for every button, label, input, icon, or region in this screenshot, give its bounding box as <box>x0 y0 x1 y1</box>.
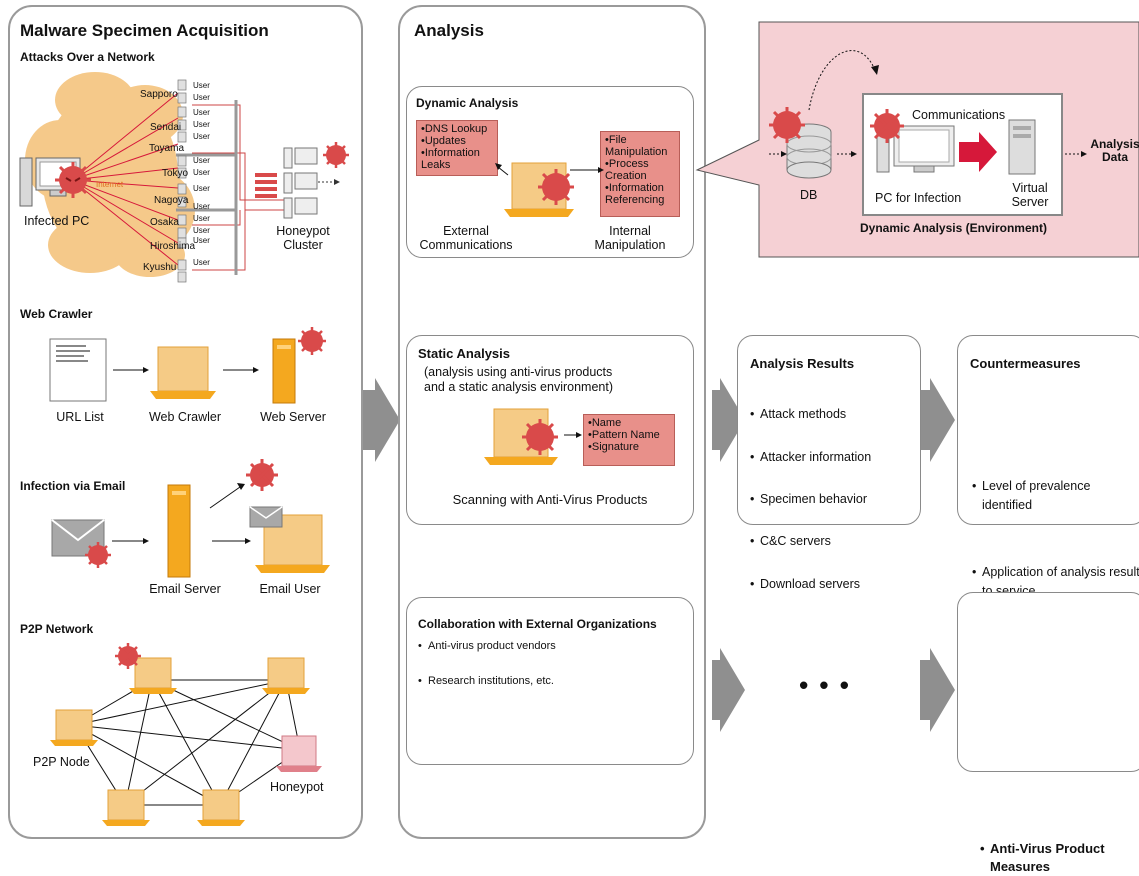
city-tokyo: Tokyo <box>162 168 189 179</box>
environment-db-label: DB <box>800 188 818 202</box>
p2p-illustration <box>50 643 322 826</box>
web-crawler-title: Web Crawler <box>20 307 93 321</box>
city-osaka: Osaka <box>150 217 179 228</box>
city-nagoya: Nagoya <box>154 195 189 206</box>
laptop-icon <box>150 346 216 399</box>
honeypot-cluster-icons <box>283 147 318 219</box>
results-item: Download servers <box>750 577 1139 591</box>
virus-icon <box>870 109 904 143</box>
dynamic-analysis-laptop <box>495 162 604 217</box>
p2p-node-icon <box>262 657 310 694</box>
collaboration-title: Collaboration with External Organization… <box>418 617 657 631</box>
web-crawler-illustration <box>49 327 326 404</box>
countermeasures-title: Countermeasures <box>970 356 1081 371</box>
city-sapporo: Sapporo <box>140 89 178 100</box>
city-hiroshima: Hiroshima <box>150 241 196 252</box>
url-list-icon <box>49 338 107 402</box>
acquisition-title: Malware Specimen Acquisition <box>20 21 269 40</box>
av-measures-box <box>957 592 1139 772</box>
email-server-icon <box>167 484 191 578</box>
virus-icon <box>85 542 111 568</box>
p2p-node-icon <box>102 789 150 826</box>
arrow-ellipsis-to-measures <box>920 648 955 732</box>
environment-title: Dynamic Analysis (Environment) <box>860 221 1047 235</box>
network-illustration <box>19 72 349 283</box>
environment-virtual-server-label: Virtual Server <box>1011 181 1049 209</box>
virus-icon <box>323 142 349 168</box>
network-title: Attacks Over a Network <box>20 50 155 64</box>
static-analysis-title: Static Analysis <box>418 346 511 361</box>
environment-illustration <box>769 50 1087 179</box>
ellipsis: • • • <box>799 670 851 700</box>
honeypot-label: Honeypot <box>270 780 324 794</box>
p2p-title: P2P Network <box>20 622 94 636</box>
attack-lines <box>71 92 179 266</box>
analysis-results-title: Analysis Results <box>750 356 855 371</box>
results-item: Specimen behavior <box>750 492 1139 506</box>
internal-manipulation-label: Internal Manipulation <box>594 224 666 252</box>
email-illustration <box>51 459 330 578</box>
static-analysis-caption: Scanning with Anti-Virus Products <box>452 492 648 507</box>
email-user-label: Email User <box>259 582 321 596</box>
virus-icon <box>538 169 574 205</box>
email-title: Infection via Email <box>20 479 126 493</box>
arrow-collab-to-ellipsis <box>712 648 745 732</box>
dynamic-right-list: File Manipulation Process Creation Infor… <box>600 131 680 217</box>
virus-icon <box>246 459 278 491</box>
red-arrow-icon <box>959 132 997 172</box>
av-measures-label: Anti-Virus Product Measures <box>980 840 1139 876</box>
collaboration-item: Research institutions, etc. <box>418 675 1139 687</box>
web-server-label: Web Server <box>260 410 326 424</box>
virus-icon <box>55 162 91 198</box>
virus-icon <box>298 327 326 355</box>
countermeasures-item: Level of prevalence identified <box>972 477 1122 515</box>
p2p-node-icon <box>129 657 177 694</box>
infected-pc-label: Infected PC <box>24 214 90 228</box>
results-item: Attack methods <box>750 407 1139 421</box>
collaboration-item: Anti-virus product vendors <box>418 640 1139 652</box>
email-server-label: Email Server <box>149 582 221 596</box>
honeypot-node-icon <box>276 735 322 772</box>
city-kyushu: Kyushu <box>143 262 177 273</box>
results-item: Attacker information <box>750 450 1139 464</box>
environment-analysis-data-label: Analysis Data <box>1090 137 1139 164</box>
virtual-server-icon <box>1008 119 1036 175</box>
city-sendai: Sendai <box>150 122 182 133</box>
user-labels: User User User User User User User User … <box>193 81 210 267</box>
honeypot-cluster-label: Honeypot Cluster <box>276 224 330 252</box>
dynamic-left-list: DNS Lookup Updates Information Leaks <box>416 120 498 176</box>
internet-cloud <box>25 72 195 277</box>
web-server-icon <box>272 338 296 404</box>
web-crawler-label: Web Crawler <box>148 410 221 424</box>
arrow-static-to-results <box>712 378 745 462</box>
city-toyama: Toyama <box>149 143 185 154</box>
envelope-icon <box>249 506 283 528</box>
static-analysis-subtitle: (analysis using anti-virus products and … <box>424 365 613 394</box>
url-list-label: URL List <box>56 410 104 424</box>
user-server-icons <box>177 79 187 283</box>
internet-label: Internet <box>96 180 124 189</box>
virus-icon <box>522 419 558 455</box>
results-item: C&C servers <box>750 534 1139 548</box>
static-analysis-laptop <box>484 408 582 465</box>
virus-icon <box>115 643 141 669</box>
external-communications-label: External Communications <box>419 224 513 252</box>
environment-pc-label: PC for Infection <box>875 191 962 205</box>
environment-communications-label: Communications <box>912 108 1006 122</box>
static-results-list: Name Pattern Name Signature <box>583 414 675 466</box>
p2p-node-label: P2P Node <box>33 755 90 769</box>
arrow-acquisition-to-analysis <box>355 378 400 462</box>
p2p-node-icon <box>197 789 245 826</box>
p2p-node-icon <box>50 709 98 746</box>
virus-icon <box>769 107 805 143</box>
analysis-title: Analysis <box>414 21 484 40</box>
dynamic-analysis-title: Dynamic Analysis <box>416 96 519 110</box>
